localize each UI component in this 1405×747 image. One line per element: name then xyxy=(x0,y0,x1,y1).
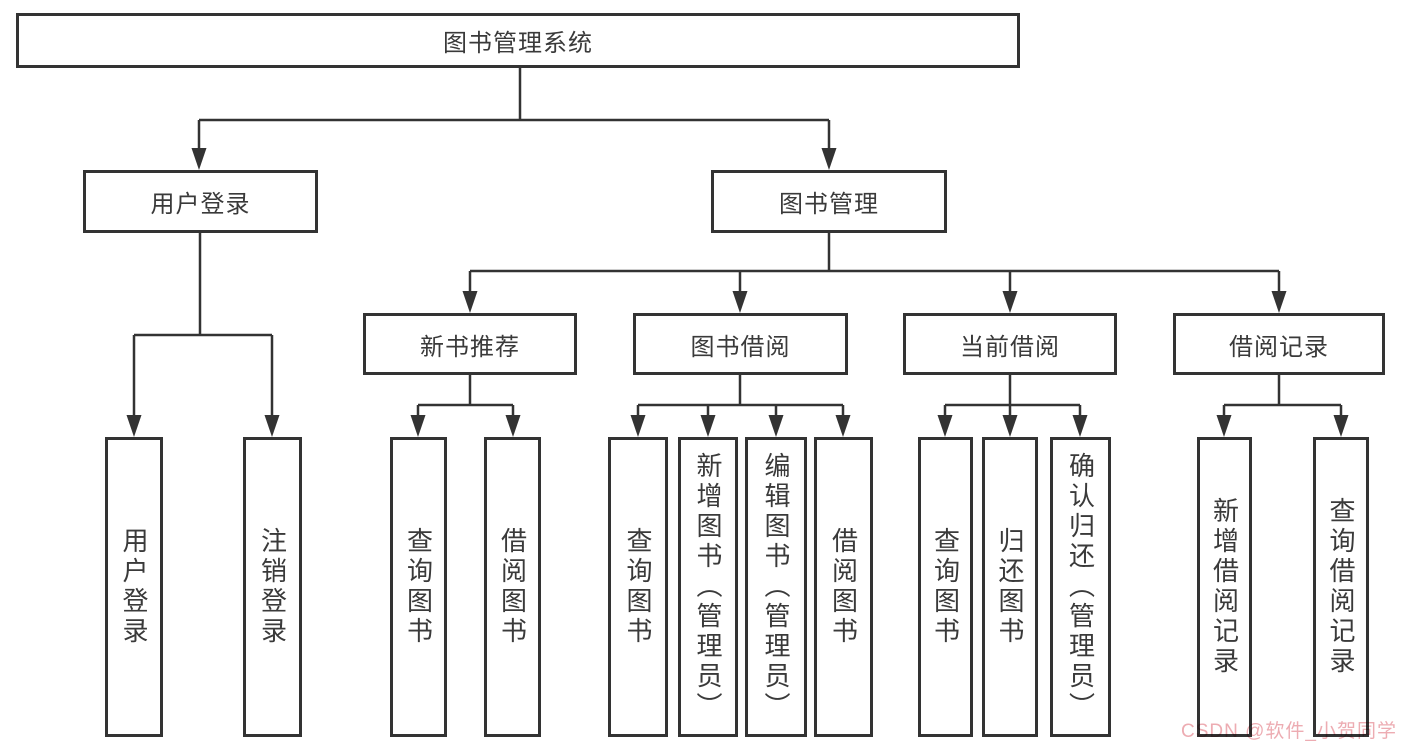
arrow-down-icon xyxy=(1333,415,1349,437)
node-label: 查询借阅记录 xyxy=(1326,497,1356,677)
node-label: 图书管理系统 xyxy=(443,30,593,57)
arrow-down-icon xyxy=(1271,291,1287,313)
node-label: 用户登录 xyxy=(119,527,149,647)
leaf-logout: 注销登录 xyxy=(243,437,302,737)
arrow-down-icon xyxy=(191,148,207,170)
leaf-add-books-admin: 新增图书（管理员） xyxy=(678,437,738,737)
arrow-down-icon xyxy=(768,415,784,437)
node-book-borrowing: 图书借阅 xyxy=(633,313,848,375)
node-label: 借阅图书 xyxy=(497,527,528,647)
arrow-down-icon xyxy=(410,415,426,437)
leaf-edit-books-admin: 编辑图书（管理员） xyxy=(745,437,807,737)
arrow-down-icon xyxy=(1002,291,1018,313)
node-label: 用户登录 xyxy=(150,191,251,218)
arrow-down-icon xyxy=(821,148,837,170)
leaf-confirm-return-admin: 确认归还（管理员） xyxy=(1050,437,1111,737)
node-label: 归还图书 xyxy=(995,527,1025,647)
leaf-query-borrow-record: 查询借阅记录 xyxy=(1313,437,1369,737)
leaf-borrow-books-recommend: 借阅图书 xyxy=(484,437,541,737)
node-label: 注销登录 xyxy=(257,527,288,647)
node-new-book-recommend: 新书推荐 xyxy=(363,313,577,375)
node-user-login: 用户登录 xyxy=(83,170,318,233)
leaf-query-books-recommend: 查询图书 xyxy=(390,437,447,737)
node-label: 新增图书（管理员） xyxy=(693,452,723,722)
arrow-down-icon xyxy=(937,415,953,437)
node-borrow-records: 借阅记录 xyxy=(1173,313,1385,375)
node-label: 查询图书 xyxy=(623,527,653,647)
arrow-down-icon xyxy=(630,415,646,437)
connector-path xyxy=(132,68,1343,418)
node-label: 新增借阅记录 xyxy=(1209,497,1240,677)
node-root-system: 图书管理系统 xyxy=(16,13,1020,68)
arrow-down-icon xyxy=(1216,415,1232,437)
node-label: 当前借阅 xyxy=(960,333,1060,361)
node-label: 新书推荐 xyxy=(420,333,520,361)
node-current-borrowing: 当前借阅 xyxy=(903,313,1117,375)
node-label: 借阅记录 xyxy=(1229,333,1329,361)
node-label: 图书管理 xyxy=(779,191,879,218)
arrow-down-icon xyxy=(264,415,280,437)
arrow-down-icon xyxy=(1072,415,1088,437)
node-book-management: 图书管理 xyxy=(711,170,947,233)
node-label: 编辑图书（管理员） xyxy=(761,452,791,722)
node-label: 查询图书 xyxy=(930,527,961,647)
arrowhead-icons xyxy=(126,148,1349,437)
node-label: 确认归还（管理员） xyxy=(1065,452,1096,722)
arrow-down-icon xyxy=(462,291,478,313)
arrow-down-icon xyxy=(126,415,142,437)
arrow-down-icon xyxy=(835,415,851,437)
node-label: 图书借阅 xyxy=(690,333,791,361)
leaf-query-books-current: 查询图书 xyxy=(918,437,973,737)
leaf-borrow-books: 借阅图书 xyxy=(814,437,873,737)
arrow-down-icon xyxy=(700,415,716,437)
leaf-query-books-borrow: 查询图书 xyxy=(608,437,668,737)
leaf-add-borrow-record: 新增借阅记录 xyxy=(1197,437,1252,737)
node-label: 查询图书 xyxy=(403,527,434,647)
arrow-down-icon xyxy=(1002,415,1018,437)
arrow-down-icon xyxy=(732,291,748,313)
node-label: 借阅图书 xyxy=(828,527,859,647)
leaf-return-books: 归还图书 xyxy=(982,437,1038,737)
csdn-watermark: CSDN @软件_小贺同学 xyxy=(1181,721,1397,742)
leaf-user-login: 用户登录 xyxy=(105,437,163,737)
arrow-down-icon xyxy=(505,415,521,437)
